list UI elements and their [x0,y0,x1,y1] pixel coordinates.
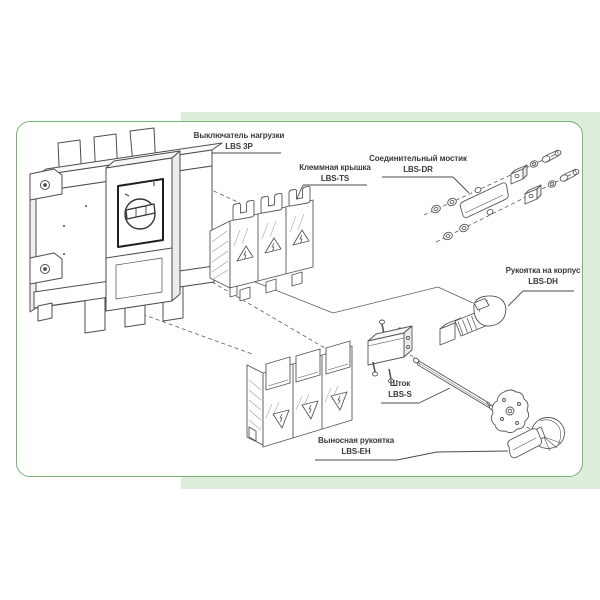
label-external-handle: Выносная рукоятка LBS-EH [296,435,416,457]
label-load-break-switch-model: LBS 3P [225,142,253,151]
label-load-break-switch: Выключатель нагрузки LBS 3P [174,130,304,152]
label-connection-bridge-name: Соединительный мостик [369,154,467,163]
square-nuts [510,164,542,205]
warning-triangle-icon [272,391,348,429]
label-terminal-cover-name: Клеммная крышка [299,163,371,172]
rotary-knob [117,178,164,248]
label-connection-bridge-model: LBS-DR [403,165,433,174]
cover-flaps [265,340,351,391]
warning-triangle-icon [236,229,310,262]
label-direct-handle: Рукоятка на корпус LBS-DH [486,265,600,287]
label-shaft: Шток LBS-S [360,378,440,400]
washers [431,197,469,241]
load-break-switch-drawing [29,127,225,334]
label-external-handle-model: LBS-EH [341,447,371,456]
direct-handle-drawing [439,295,507,346]
escutcheon-plate [490,389,530,434]
label-external-handle-name: Выносная рукоятка [317,436,395,445]
cover-claws [232,185,311,221]
connection-bridge-drawing [431,149,580,241]
terminal-cover-top-drawing [209,185,314,302]
label-terminal-cover: Клеммная крышка LBS-TS [275,162,395,184]
external-handle-drawing [490,389,565,459]
label-shaft-model: LBS-S [388,390,412,399]
shaft-block-drawing [367,319,413,384]
screws [529,149,580,188]
label-connection-bridge: Соединительный мостик LBS-DR [352,153,484,175]
label-terminal-cover-model: LBS-TS [320,174,350,183]
bridge-plate [459,182,509,219]
label-direct-handle-name: Рукоятка на корпус [505,266,581,275]
shaft-rod-drawing [412,357,496,411]
label-load-break-switch-name: Выключатель нагрузки [193,131,285,140]
label-shaft-name: Шток [389,379,411,388]
terminal-cover-bottom-drawing [246,340,353,448]
rotary-handle-knob [507,417,565,459]
label-direct-handle-model: LBS-DH [528,277,558,286]
